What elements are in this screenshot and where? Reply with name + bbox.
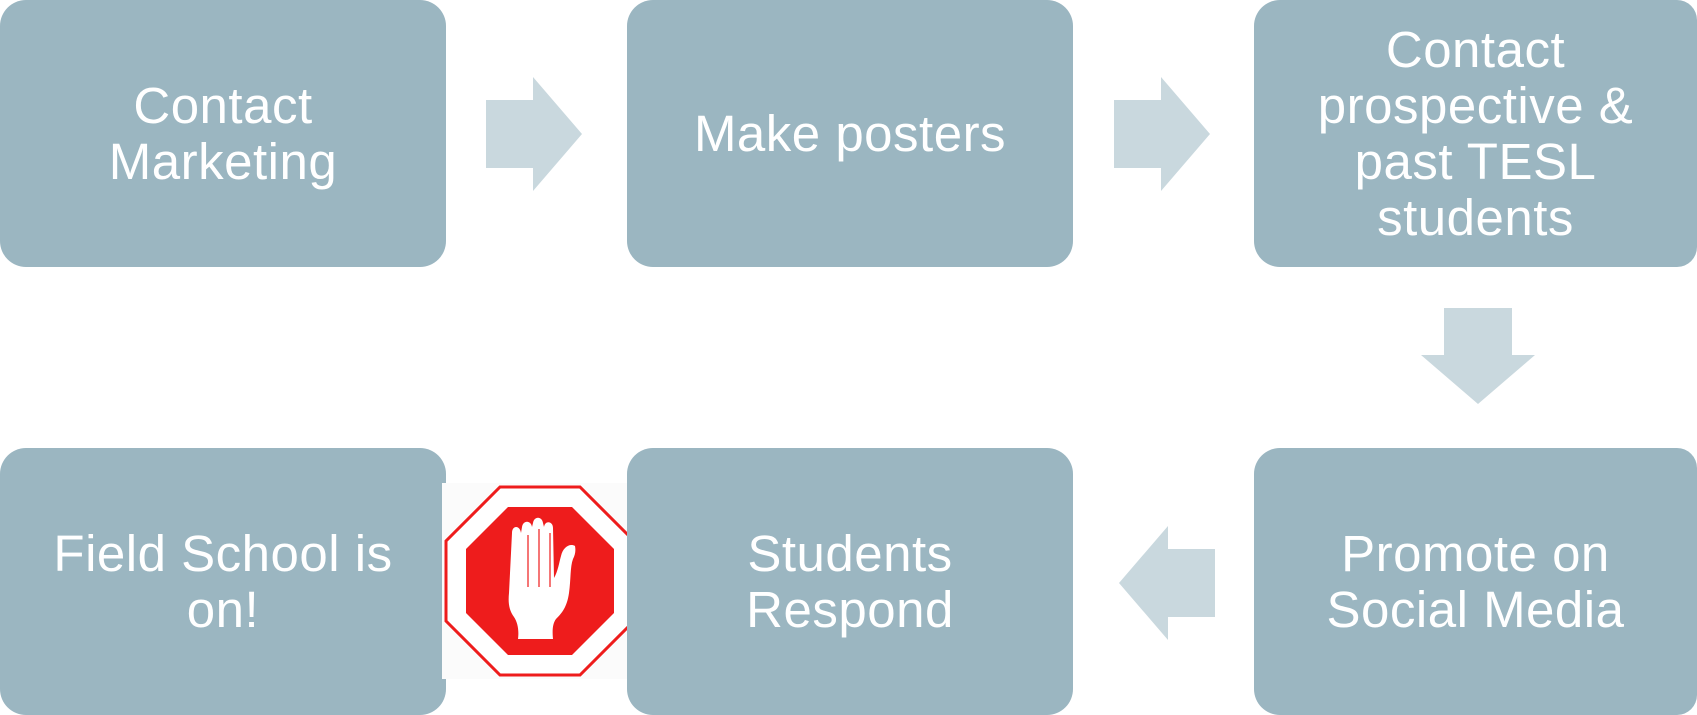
arrow-right-icon (486, 77, 582, 191)
arrow-right-icon (1114, 77, 1210, 191)
step-students-respond-label: Students Respond (746, 524, 954, 638)
step-contact-students: Contact prospective & past TESL students (1254, 0, 1697, 267)
step-contact-marketing-label: Contact Marketing (108, 76, 338, 190)
arrow-down-icon (1421, 308, 1535, 404)
step-field-school: Field School is on! (0, 448, 446, 715)
step-field-school-label: Field School is on! (53, 524, 393, 638)
step-promote-social-label: Promote on Social Media (1326, 524, 1625, 638)
step-make-posters-label: Make posters (693, 104, 1007, 162)
stop-sign-hand-icon (442, 483, 638, 679)
step-students-respond: Students Respond (627, 448, 1073, 715)
step-contact-students-label: Contact prospective & past TESL students (1317, 20, 1634, 246)
step-contact-marketing: Contact Marketing (0, 0, 446, 267)
arrow-left-icon (1119, 526, 1215, 640)
step-make-posters: Make posters (627, 0, 1073, 267)
step-promote-social: Promote on Social Media (1254, 448, 1697, 715)
